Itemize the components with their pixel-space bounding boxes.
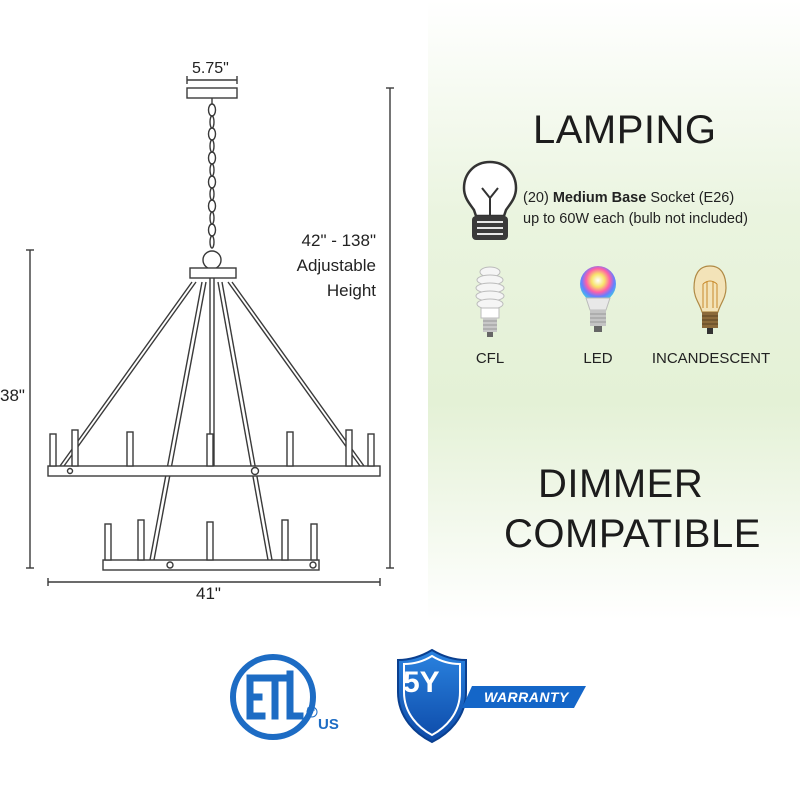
height-word: Height <box>326 281 376 300</box>
socket-count: (20) <box>523 190 549 206</box>
dimmer-line-2: COMPATIBLE <box>504 512 761 556</box>
socket-line: (20) Medium Base Socket (E26) <box>523 188 748 209</box>
incandescent-bulb-icon <box>693 265 727 334</box>
chandelier-drawing <box>26 76 394 586</box>
body-height-label: 38" <box>0 386 25 405</box>
warranty-years: 5Y <box>403 666 440 699</box>
cfl-bulb-icon <box>475 266 505 337</box>
etl-us: US <box>318 716 339 733</box>
bulb-label-cfl: CFL <box>475 350 505 367</box>
etl-cm: CM <box>307 707 315 713</box>
wattage-line: up to 60W each (bulb not included) <box>523 211 748 227</box>
adjustable-word: Adjustable <box>296 256 376 275</box>
etl-logo <box>230 654 318 740</box>
diameter-label: 41" <box>196 584 221 603</box>
bulb-outline-icon <box>462 160 518 240</box>
dimmer-line-1: DIMMER <box>538 462 704 506</box>
warranty-label: WARRANTY <box>484 689 569 705</box>
height-range-label: 42" - 138" Adjustable Height <box>258 228 376 303</box>
lamping-title: LAMPING <box>533 108 717 152</box>
bulb-label-led: LED <box>583 350 613 367</box>
led-bulb-icon <box>580 266 616 332</box>
bulb-label-incandescent: INCANDESCENT <box>651 350 771 367</box>
socket-base: Medium Base <box>552 190 647 206</box>
socket-spec: (20) Medium Base Socket (E26) up to 60W … <box>523 188 748 230</box>
warranty-shield-icon <box>397 648 586 744</box>
canopy-width-label: 5.75" <box>192 60 229 77</box>
socket-type: Socket (E26) <box>650 190 735 206</box>
height-range-value: 42" - 138" <box>301 231 376 250</box>
